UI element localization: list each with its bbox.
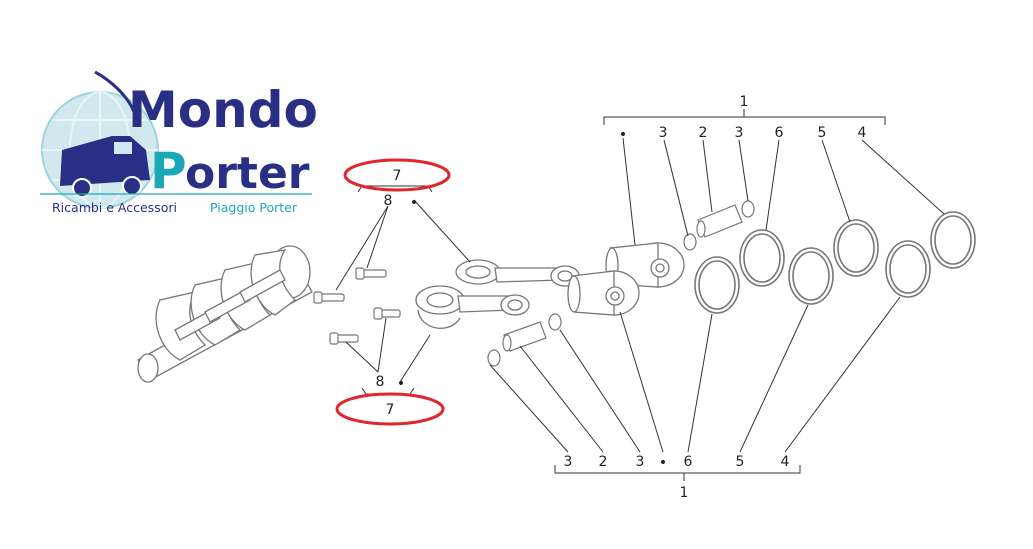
rod-top-dot: •	[410, 195, 418, 211]
mondo-porter-logo: Mondo P orter Ricambi e Accessori Piaggi…	[40, 70, 318, 215]
logo-word-orter: orter	[185, 148, 310, 199]
logo-subtitle-left: Ricambi e Accessori	[52, 200, 177, 215]
highlight-top-7	[343, 158, 451, 192]
bolt-4	[329, 332, 359, 345]
rod-top-bolt: 8	[384, 193, 393, 209]
circlip-lower-left	[487, 349, 501, 367]
ring-5-lower	[788, 247, 834, 305]
piston-pins-and-clips	[487, 200, 755, 367]
piston-lower	[567, 270, 640, 316]
circlip-upper-left	[683, 233, 697, 251]
rod-bottom-bolt: 8	[376, 374, 385, 390]
top-item-6: 6	[775, 125, 784, 141]
ring-6-upper	[739, 229, 785, 287]
top-item-dot: •	[619, 127, 627, 143]
callout-labels: 1 • 3 2 3 6 5 4 3 2 3 • 6 5 4 1 7 8 • 8 …	[376, 94, 867, 501]
rod-bottom-ref: 7	[386, 402, 395, 418]
ring-4-upper	[930, 211, 976, 269]
top-group-bracket	[603, 116, 886, 125]
bottom-item-3a: 3	[564, 454, 573, 470]
top-group-label: 1	[740, 94, 749, 110]
pin-upper	[696, 204, 743, 238]
bottom-item-dot: •	[659, 455, 667, 471]
bolt-2	[313, 291, 345, 304]
bottom-item-5: 5	[736, 454, 745, 470]
bottom-item-2: 2	[599, 454, 608, 470]
pistons	[567, 242, 685, 316]
rod-lower	[415, 285, 530, 329]
leader-lines	[335, 109, 945, 481]
pin-lower	[502, 321, 547, 352]
piston-rings	[694, 211, 976, 314]
red-highlight-marks	[335, 158, 451, 426]
rod-upper	[455, 259, 580, 287]
bottom-item-4: 4	[781, 454, 790, 470]
piston-upper	[605, 242, 685, 288]
top-item-4: 4	[858, 125, 867, 141]
truck-icon	[60, 70, 150, 198]
ring-4-lower	[885, 240, 931, 298]
bolt-1	[355, 267, 387, 280]
crankshaft-drawing	[137, 245, 313, 383]
rod-bolts	[313, 267, 401, 345]
bottom-item-3b: 3	[636, 454, 645, 470]
connecting-rods	[415, 259, 580, 329]
highlight-bottom-7	[335, 392, 445, 426]
top-item-5: 5	[818, 125, 827, 141]
top-item-3b: 3	[735, 125, 744, 141]
logo-subtitle-right: Piaggio Porter	[210, 200, 298, 215]
ring-5-upper	[833, 219, 879, 277]
bottom-group-bracket	[554, 465, 801, 474]
circlip-upper-right	[741, 200, 755, 218]
circlip-lower-right	[548, 313, 562, 331]
ring-6-lower	[694, 256, 740, 314]
bolt-3	[373, 307, 401, 320]
rod-bottom-dot: •	[397, 376, 405, 392]
top-item-2: 2	[699, 125, 708, 141]
rod-top-ref: 7	[393, 168, 402, 184]
logo-initial-p: P	[150, 142, 187, 200]
bottom-item-6: 6	[684, 454, 693, 470]
top-item-3a: 3	[659, 125, 668, 141]
bottom-group-label: 1	[680, 485, 689, 501]
logo-word-mondo: Mondo	[128, 81, 318, 139]
